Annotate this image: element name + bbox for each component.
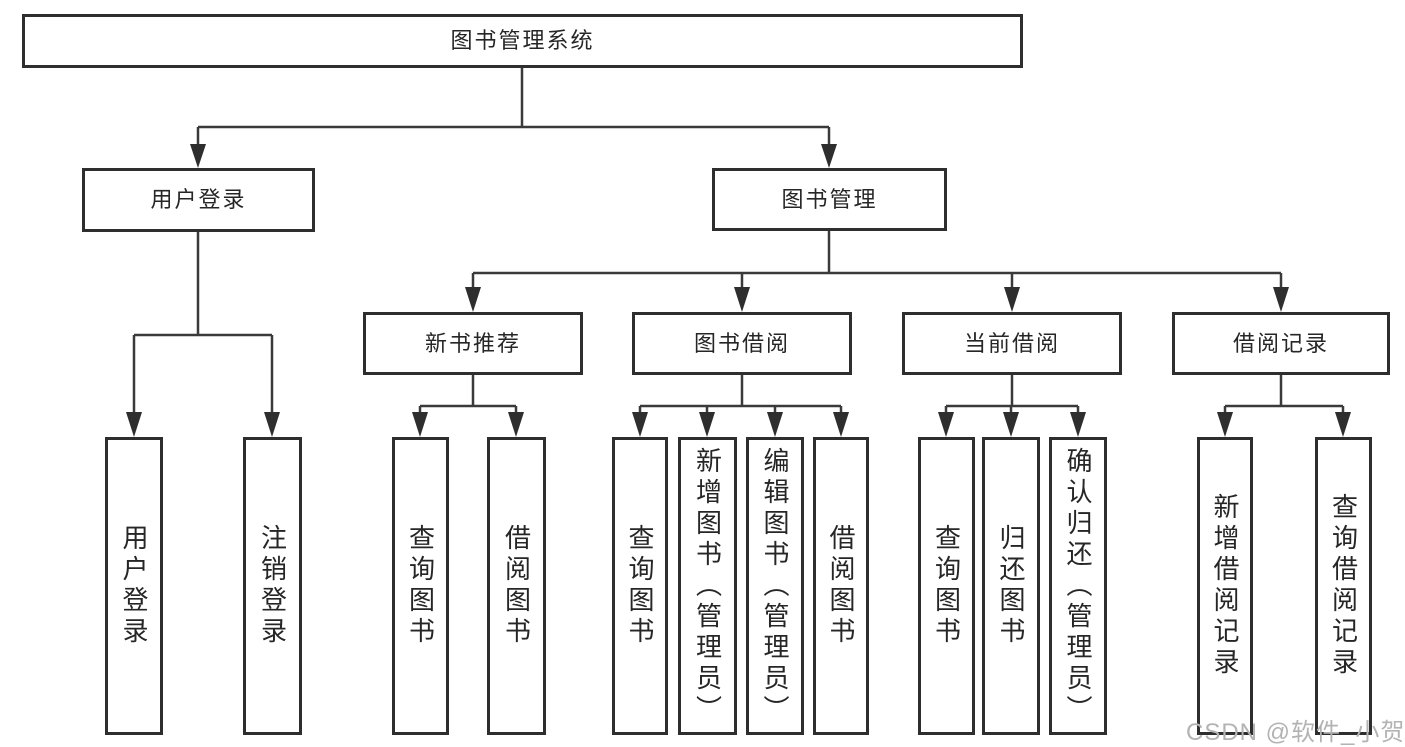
node-book-management: 图书管理 [712, 168, 947, 231]
node-label: 编辑图书（管理员） [760, 446, 790, 726]
csdn-watermark: CSDN @软件_小贺同学 [1186, 719, 1405, 746]
node-new-book-recommend: 新书推荐 [363, 312, 583, 375]
node-current-borrow: 当前借阅 [902, 312, 1122, 375]
node-label: 新增借阅记录 [1210, 493, 1240, 679]
leaf-user-login: 用户登录 [105, 437, 163, 735]
leaf-borrow-books-2: 借阅图书 [813, 437, 869, 735]
leaf-query-books-2: 查询图书 [612, 437, 668, 735]
leaf-add-borrow-record: 新增借阅记录 [1197, 437, 1253, 735]
leaf-logout: 注销登录 [243, 437, 302, 735]
node-label: 图书管理系统 [450, 28, 595, 53]
node-label: 图书管理 [781, 186, 878, 212]
leaf-borrow-books-1: 借阅图书 [487, 437, 546, 735]
leaf-edit-book-admin: 编辑图书（管理员） [746, 437, 804, 735]
node-label: 查询图书 [931, 524, 962, 648]
node-label: 图书借阅 [693, 330, 790, 356]
node-root: 图书管理系统 [22, 14, 1023, 68]
node-book-borrow: 图书借阅 [632, 312, 852, 375]
leaf-confirm-return-admin: 确认归还（管理员） [1049, 437, 1107, 735]
leaf-add-book-admin: 新增图书（管理员） [678, 437, 737, 735]
leaf-query-borrow-record: 查询借阅记录 [1315, 437, 1372, 735]
node-label: 查询图书 [625, 524, 655, 648]
node-label: 归还图书 [996, 524, 1026, 648]
node-label: 用户登录 [119, 524, 149, 648]
node-label: 借阅图书 [826, 524, 856, 648]
node-label: 新增图书（管理员） [692, 446, 723, 726]
node-label: 确认归还（管理员） [1063, 446, 1093, 726]
leaf-query-books-3: 查询图书 [918, 437, 975, 735]
node-label: 新书推荐 [424, 330, 521, 356]
node-borrow-records: 借阅记录 [1172, 312, 1390, 375]
leaf-query-books-1: 查询图书 [392, 437, 449, 735]
node-label: 用户登录 [150, 187, 247, 212]
node-label: 当前借阅 [963, 330, 1060, 356]
leaf-return-book: 归还图书 [982, 437, 1040, 735]
node-user-login: 用户登录 [82, 168, 315, 232]
node-label: 注销登录 [257, 524, 288, 648]
node-label: 查询借阅记录 [1328, 493, 1359, 679]
node-label: 借阅记录 [1232, 330, 1329, 356]
node-label: 查询图书 [405, 524, 436, 648]
node-label: 借阅图书 [501, 524, 532, 648]
